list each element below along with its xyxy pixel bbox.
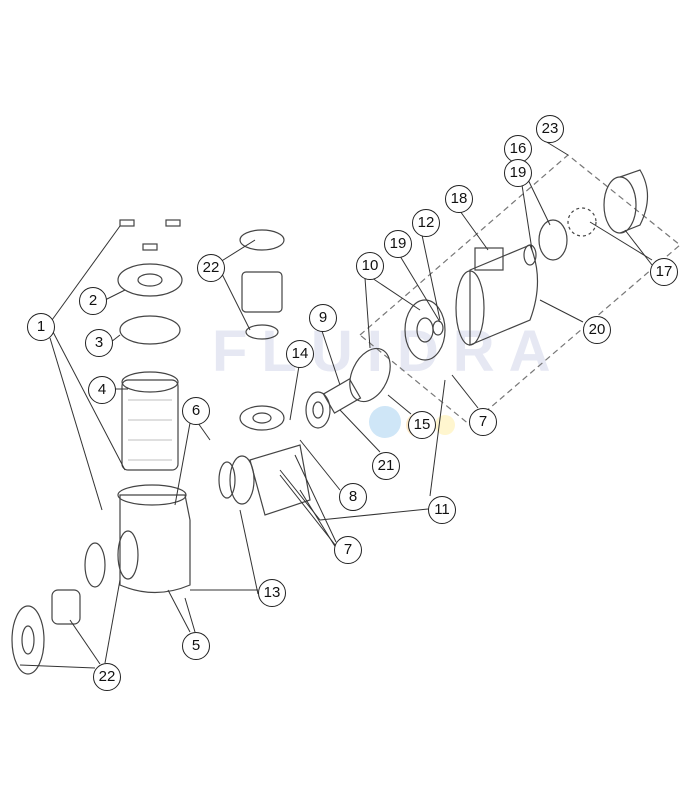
watermark-logo: FLUIDRA (212, 319, 565, 384)
part-callout-4: 4 (88, 376, 116, 404)
part-callout-13: 13 (258, 579, 286, 607)
part-callout-9: 9 (309, 304, 337, 332)
part-callout-17: 17 (650, 258, 678, 286)
part-callout-14: 14 (286, 340, 314, 368)
part-callout-23: 23 (536, 115, 564, 143)
motor-front (455, 270, 485, 346)
part-callout-19: 19 (384, 230, 412, 258)
part-callout-7: 7 (469, 408, 497, 436)
part-callout-11: 11 (428, 496, 456, 524)
part-callout-21: 21 (372, 452, 400, 480)
watermark-dot (369, 406, 401, 438)
part-callout-20: 20 (583, 316, 611, 344)
outlet-gasket (245, 324, 279, 340)
part-callout-12: 12 (412, 209, 440, 237)
part-callout-1: 1 (27, 313, 55, 341)
part-callout-22: 22 (197, 254, 225, 282)
motor-group-frame (359, 154, 681, 426)
o-ring (349, 347, 391, 403)
part-callout-6: 6 (182, 397, 210, 425)
motor-body (469, 244, 539, 346)
part-callout-10: 10 (356, 252, 384, 280)
leader-lines (19, 140, 653, 669)
fan (567, 207, 597, 237)
part-callout-8: 8 (339, 483, 367, 511)
part-callout-19: 19 (504, 159, 532, 187)
lid-part (117, 263, 183, 297)
lid-gasket (119, 315, 181, 345)
rear-bearing (523, 244, 537, 266)
strainer-basket (121, 379, 179, 471)
part-callout-2: 2 (79, 287, 107, 315)
pump-body (249, 444, 311, 516)
part-callout-3: 3 (85, 329, 113, 357)
part-callout-7: 7 (334, 536, 362, 564)
inlet-gasket (84, 542, 106, 588)
top-flange (239, 229, 285, 251)
fan-cover (603, 176, 637, 234)
lid-knob (119, 219, 135, 227)
outlet-pipe (241, 271, 283, 313)
motor-flange (404, 299, 446, 361)
inlet-flange-plate (11, 605, 45, 675)
terminal-box (474, 247, 504, 271)
bearing (432, 320, 444, 336)
mechanical-seal (322, 378, 362, 414)
part-callout-22: 22 (93, 663, 121, 691)
inlet-pipe (51, 589, 81, 625)
prefilter-body (119, 494, 191, 594)
part-callout-5: 5 (182, 632, 210, 660)
rear-cover (538, 219, 568, 261)
pump-gasket (218, 461, 236, 499)
inlet-flange (117, 530, 139, 580)
impeller (305, 391, 331, 429)
part-callout-15: 15 (408, 411, 436, 439)
pump-flange (229, 455, 255, 505)
outlet-flange (239, 405, 285, 431)
part-callout-18: 18 (445, 185, 473, 213)
part-callout-16: 16 (504, 135, 532, 163)
